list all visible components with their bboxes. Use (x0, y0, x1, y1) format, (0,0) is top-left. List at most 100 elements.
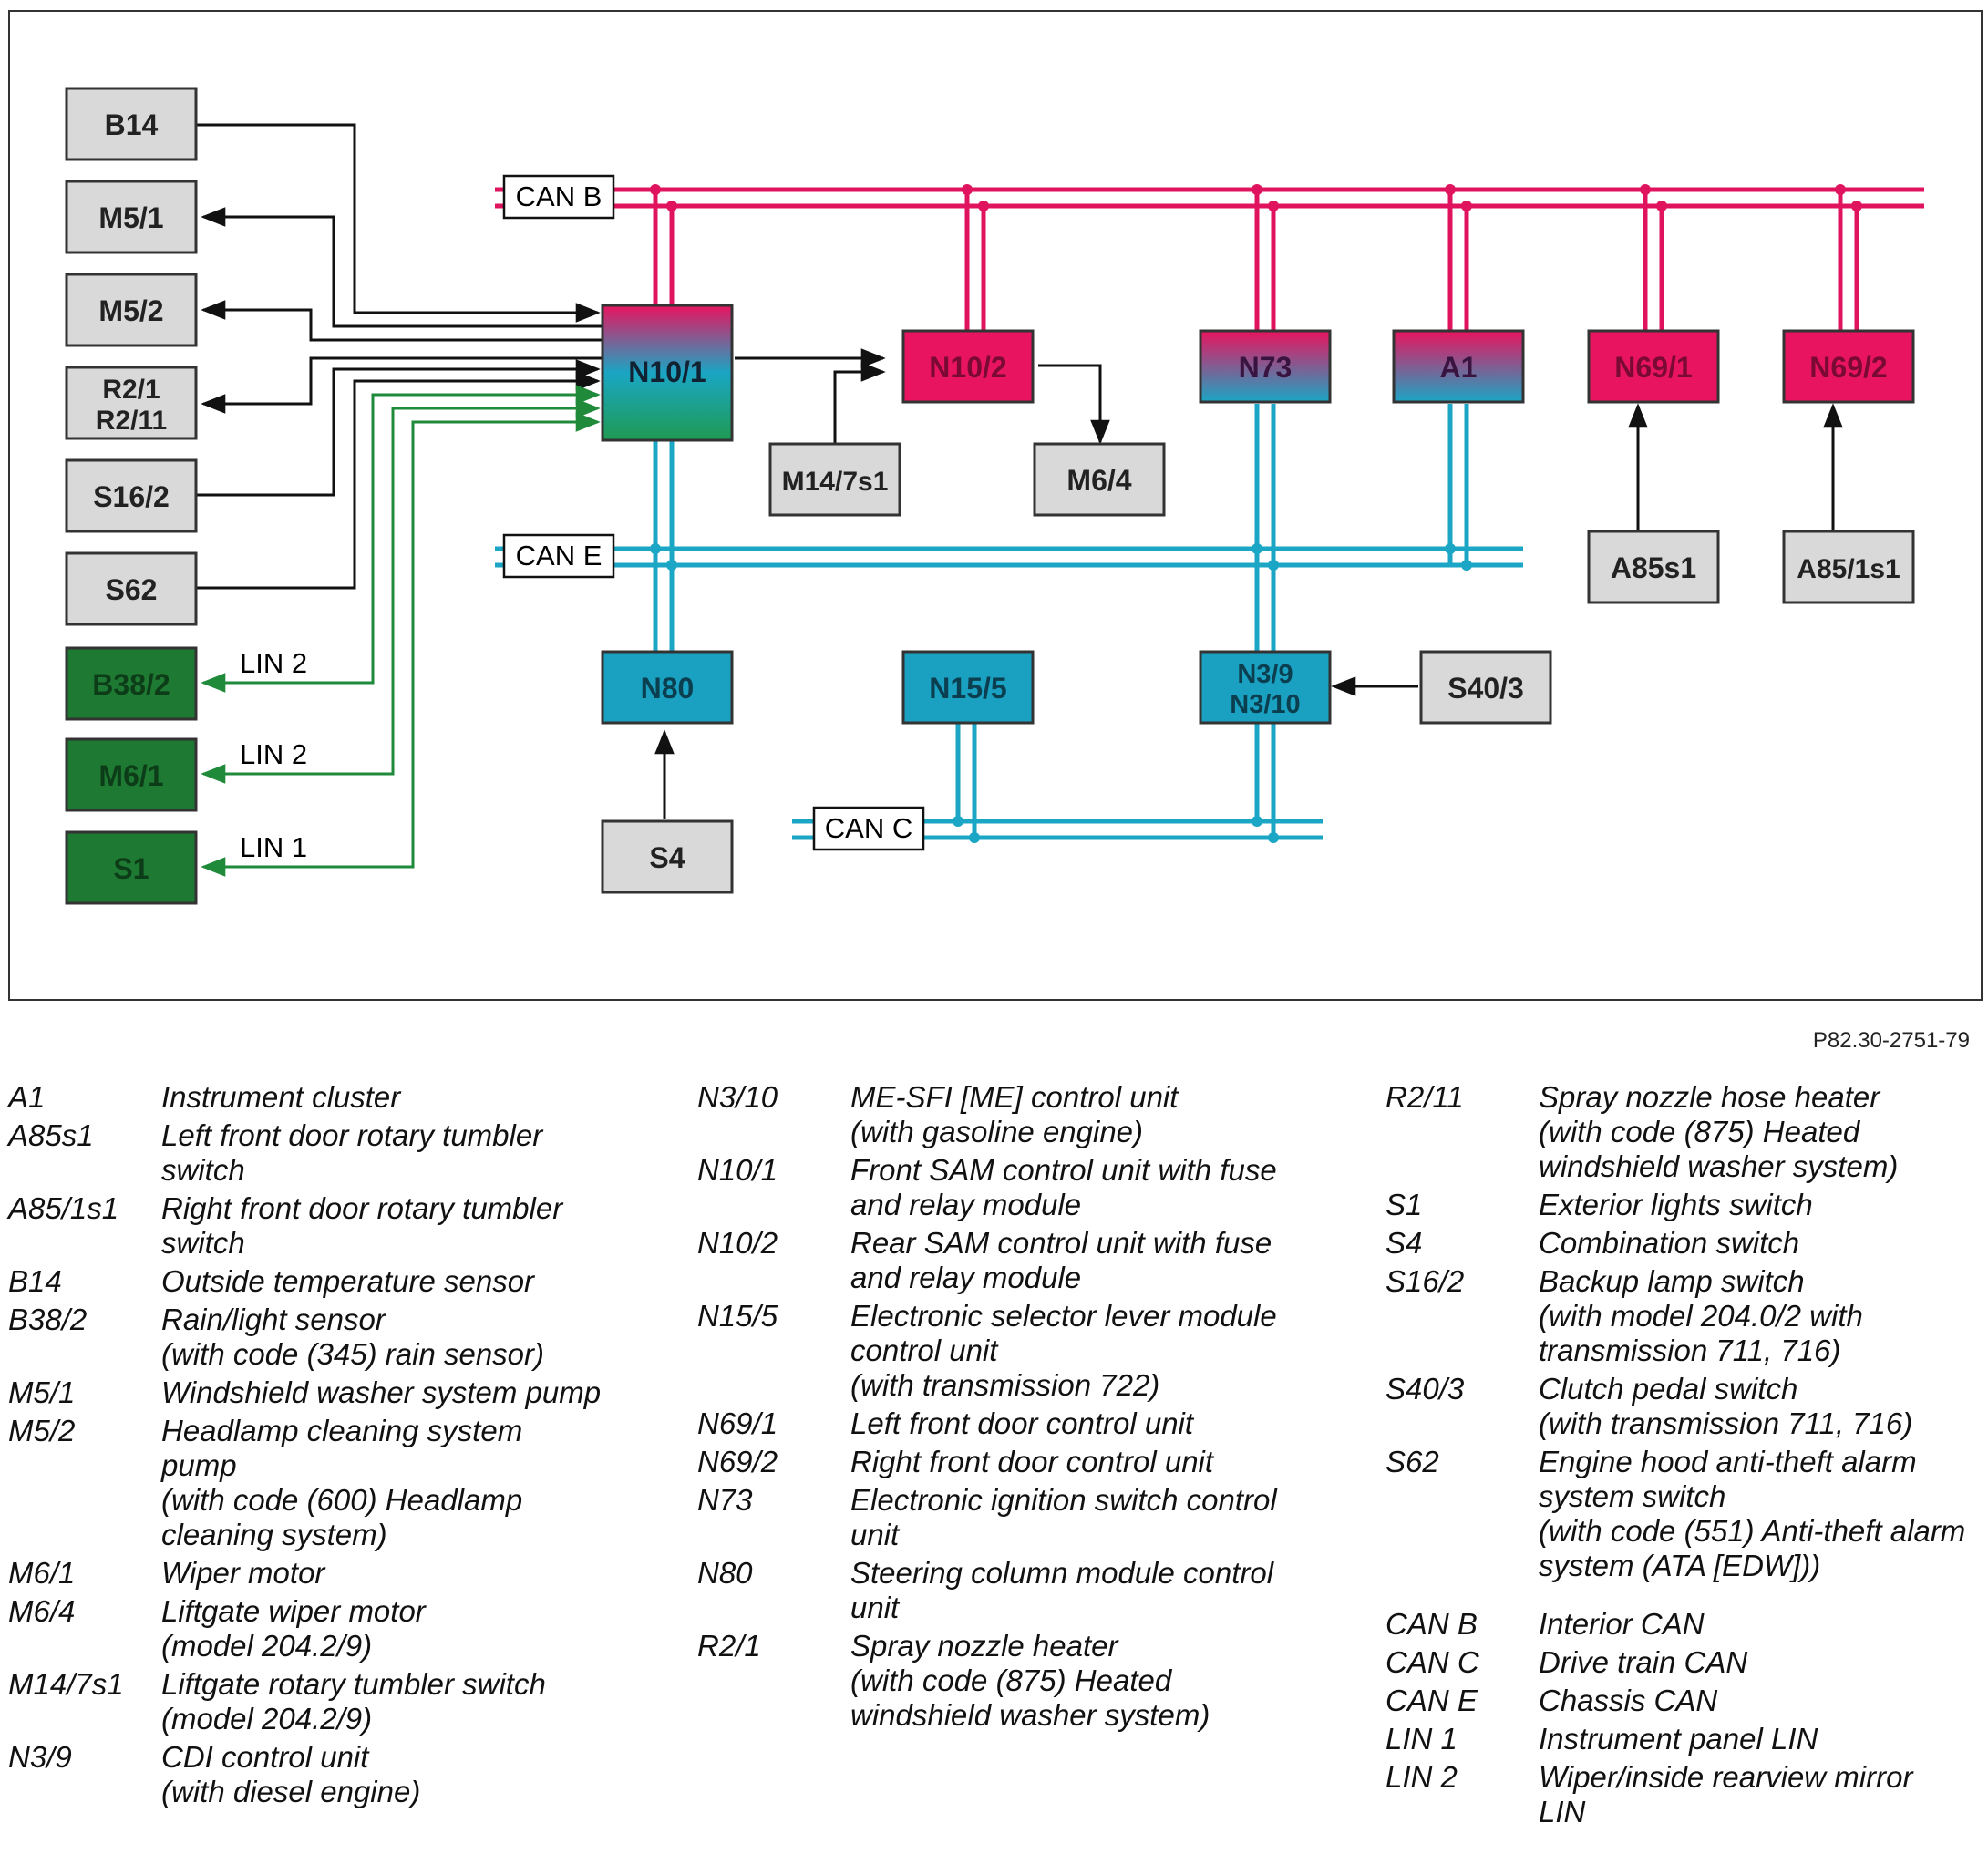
can-b-label-text: CAN B (516, 180, 603, 212)
legend-code: A85/1s1 (8, 1191, 119, 1225)
box-n10-2: N10/2 (901, 329, 1035, 404)
legend-code: A85s1 (8, 1118, 94, 1152)
box-n69-2: N69/2 (1782, 329, 1915, 404)
legend-description: Liftgate rotary tumbler switch (model 20… (161, 1667, 546, 1736)
legend-description: Drive train CAN (1539, 1645, 1748, 1679)
box-n10-1: N10/1 (601, 304, 734, 442)
can-b-nodes (650, 184, 1862, 211)
figure-id: P82.30-2751-79 (1812, 1028, 1970, 1053)
legend-description: Combination switch (1539, 1226, 1800, 1260)
can-b-label: CAN B (502, 174, 615, 220)
legend-entry: N80 Steering column module control unit (697, 1556, 1372, 1625)
box-n69-2-label: N69/2 (1809, 351, 1887, 384)
box-n3-9-n3-10: N3/9 N3/10 (1199, 650, 1332, 725)
lin-label-b38-2: LIN 2 (240, 647, 307, 679)
legend-code: S1 (1385, 1188, 1423, 1221)
legend-description: Front SAM control unit with fuse and rel… (850, 1153, 1277, 1221)
legend-description: Left front door control unit (850, 1406, 1194, 1440)
box-m5-2: M5/2 (65, 273, 198, 347)
legend-description: Spray nozzle heater (with code (875) Hea… (850, 1629, 1210, 1732)
legend-entry: S1 Exterior lights switch (1385, 1188, 1983, 1222)
legend-code: S16/2 (1385, 1264, 1465, 1298)
box-m6-4-label: M6/4 (1066, 464, 1131, 497)
legend-code: N15/5 (697, 1299, 778, 1333)
legend-code: S40/3 (1385, 1372, 1465, 1406)
box-s1: S1 (65, 830, 198, 905)
legend-code: LIN 1 (1385, 1722, 1458, 1756)
box-a1: A1 (1392, 329, 1525, 404)
legend-code: LIN 2 (1385, 1760, 1458, 1794)
can-b-bus (495, 187, 1924, 331)
box-n69-1: N69/1 (1587, 329, 1720, 404)
box-s16-2: S16/2 (65, 458, 198, 533)
can-e-nodes (650, 543, 1472, 571)
box-n10-1-label: N10/1 (628, 355, 706, 388)
legend-entry: S40/3 Clutch pedal switch (with transmiss… (1385, 1372, 1983, 1441)
box-m5-1: M5/1 (65, 180, 198, 254)
legend-description: Liftgate wiper motor (model 204.2/9) (161, 1594, 426, 1663)
lin-label-s1: LIN 1 (240, 831, 307, 863)
box-a85s1: A85s1 (1587, 530, 1720, 604)
box-r2-11-label: R2/11 (96, 406, 167, 436)
legend-code: M14/7s1 (8, 1667, 124, 1701)
box-s62: S62 (65, 551, 198, 626)
legend-description: Instrument panel LIN (1539, 1722, 1818, 1756)
can-e-label-text: CAN E (516, 540, 603, 572)
legend-entry: S4 Combination switch (1385, 1226, 1983, 1261)
legend-code: N80 (697, 1556, 753, 1590)
can-c-label-text: CAN C (825, 812, 912, 844)
legend-code: M5/1 (8, 1375, 76, 1409)
can-e-label: CAN E (502, 533, 615, 579)
box-m6-1-label: M6/1 (98, 759, 163, 792)
legend-code: N69/1 (697, 1406, 778, 1440)
legend-description: Exterior lights switch (1539, 1188, 1813, 1221)
legend-code: S4 (1385, 1226, 1423, 1260)
legend-description: Outside temperature sensor (161, 1264, 535, 1298)
box-n80-label: N80 (641, 672, 695, 705)
legend-entry: N15/5 Electronic selector lever module co… (697, 1299, 1372, 1403)
lin-wires (201, 385, 601, 877)
box-m5-1-label: M5/1 (98, 201, 163, 234)
legend-entry: B14 Outside temperature sensor (8, 1264, 674, 1299)
network-diagram: CAN B CAN E CAN C LIN 2 LIN 2 LIN 1 B14 (65, 87, 1924, 905)
box-m14-7s1-label: M14/7s1 (782, 467, 889, 497)
box-s4: S4 (601, 819, 734, 894)
diagram-frame: CAN B CAN E CAN C LIN 2 LIN 2 LIN 1 B14 (8, 10, 1983, 1001)
can-c-nodes (953, 816, 1279, 843)
box-n15-5: N15/5 (901, 650, 1035, 725)
legend-code: N10/2 (697, 1226, 778, 1260)
legend-description: Wiper/inside rearview mirror LIN (1539, 1760, 1913, 1828)
legend-code: M6/4 (8, 1594, 76, 1628)
legend-description: Clutch pedal switch (with transmission 7… (1539, 1372, 1913, 1440)
legend-description: Electronic selector lever module control… (850, 1299, 1277, 1402)
legend-code: R2/1 (697, 1629, 761, 1663)
legend-description: Chassis CAN (1539, 1684, 1718, 1717)
legend-entry: R2/1 Spray nozzle heater (with code (875)… (697, 1629, 1372, 1733)
box-a85-1s1: A85/1s1 (1782, 530, 1915, 604)
legend-code: B14 (8, 1264, 62, 1298)
legend-description: Steering column module control unit (850, 1556, 1274, 1624)
legend-description: ME-SFI [ME] control unit (with gasoline … (850, 1080, 1179, 1148)
box-b38-2-label: B38/2 (92, 668, 170, 701)
box-n73-label: N73 (1239, 351, 1293, 384)
box-n73: N73 (1199, 329, 1332, 404)
box-s62-label: S62 (106, 573, 158, 606)
legend-description: Left front door rotary tumbler switch (161, 1118, 543, 1187)
legend-code: R2/11 (1385, 1080, 1464, 1114)
legend-code: M5/2 (8, 1414, 76, 1447)
legend-description: Rain/light sensor (with code (345) rain … (161, 1303, 545, 1371)
box-s4-label: S4 (649, 841, 685, 874)
